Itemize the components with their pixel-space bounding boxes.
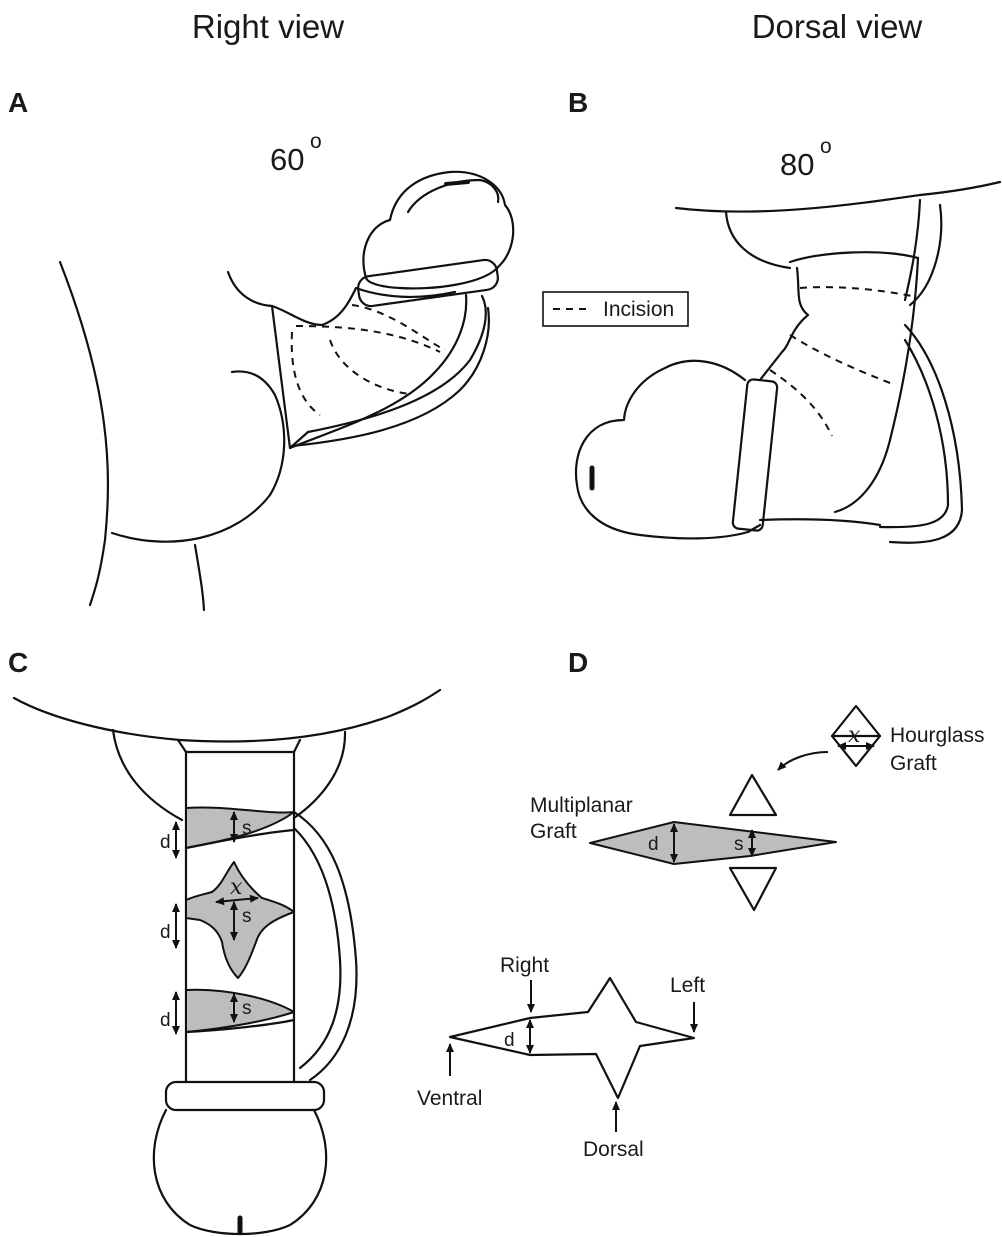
panel-a-illustration (60, 172, 513, 610)
multiplanar-graft: d s Multiplanar Graft (530, 775, 836, 910)
hourglass-graft: x Hourglass Graft (778, 706, 985, 775)
panel-label-d: D (568, 647, 588, 678)
c-label-d-2: d (160, 922, 171, 943)
panel-label-b: B (568, 87, 588, 118)
c-label-s-1: s (242, 818, 252, 839)
multiplanar-label-d: d (648, 834, 659, 855)
panel-b-illustration (576, 182, 1000, 543)
multiplanar-label-line2: Graft (530, 820, 577, 843)
panel-label-a: A (8, 87, 28, 118)
c-label-s-2: s (242, 906, 252, 927)
angle-b: 80 (780, 147, 814, 182)
multiplanar-label-line1: Multiplanar (530, 794, 633, 817)
hourglass-label-line2: Graft (890, 752, 937, 775)
label-left: Left (670, 974, 705, 997)
multiplanar-label-s: s (734, 834, 744, 855)
label-ventral: Ventral (417, 1087, 482, 1110)
incision-legend: Incision (543, 292, 688, 326)
hourglass-pointer-arrow (778, 752, 828, 770)
c-label-x: x (230, 875, 243, 900)
star-cross-section: d Right Left Ventral Dorsal (417, 954, 705, 1161)
star-label-d: d (504, 1030, 515, 1051)
panel-c-illustration (14, 690, 440, 1234)
header-dorsal-view: Dorsal view (752, 8, 923, 45)
c-label-d-1: d (160, 832, 171, 853)
angle-b-degree: o (820, 135, 832, 158)
angle-a: 60 (270, 142, 304, 177)
hourglass-label-x: x (848, 723, 861, 748)
header-right-view: Right view (192, 8, 344, 45)
panel-label-c: C (8, 647, 28, 678)
label-dorsal: Dorsal (583, 1138, 644, 1161)
legend-incision-label: Incision (603, 298, 674, 321)
c-label-s-3: s (242, 998, 252, 1019)
angle-a-degree: o (310, 130, 322, 153)
c-label-d-3: d (160, 1010, 171, 1031)
hourglass-label-line1: Hourglass (890, 724, 985, 747)
label-right: Right (500, 954, 549, 977)
